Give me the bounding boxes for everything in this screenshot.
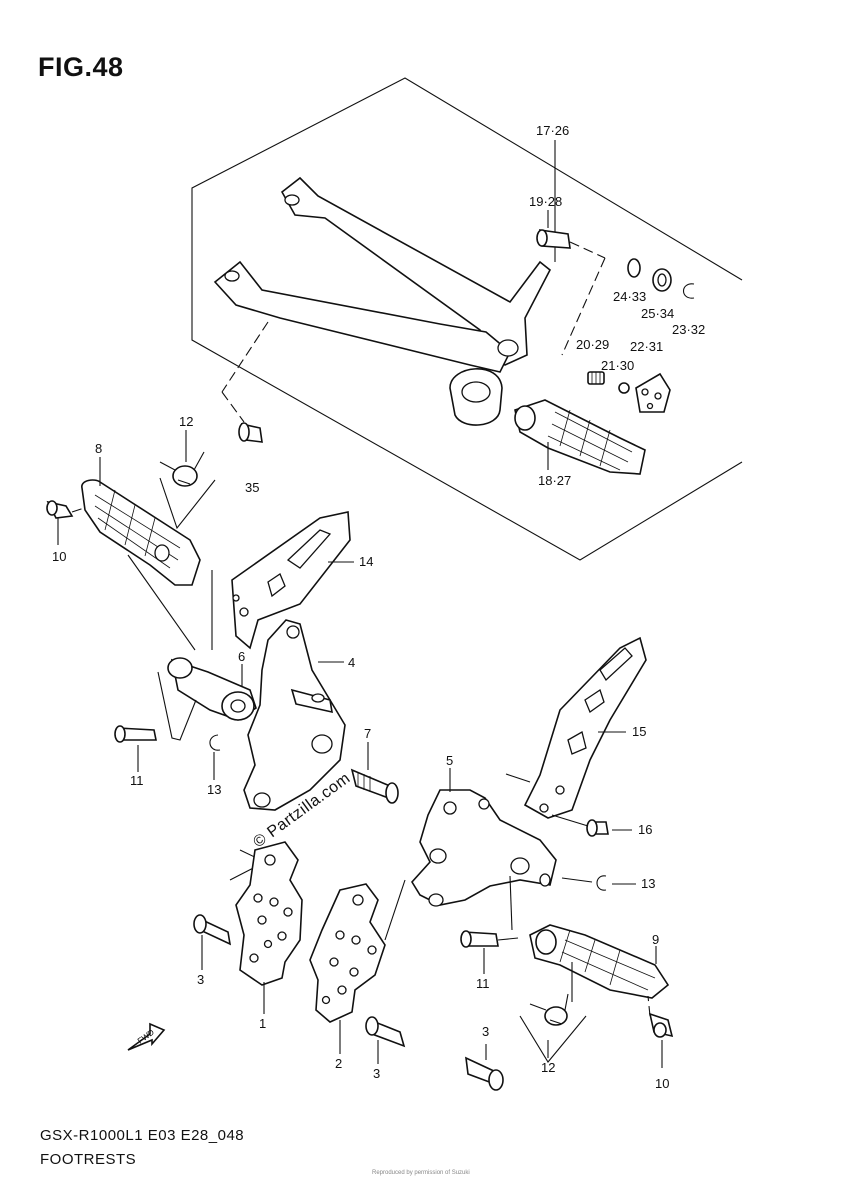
assembly-line-clip-right xyxy=(561,877,593,883)
part-8-footpeg-front[interactable] xyxy=(81,479,201,586)
part-3-bolt-b[interactable] xyxy=(365,1016,406,1048)
assembly-line-pin-right xyxy=(497,937,519,941)
part-9-footpeg-rear[interactable] xyxy=(529,924,670,999)
callout-10-lower[interactable]: 10 xyxy=(655,1076,669,1091)
fine-print: Reproduced by permission of Suzuki xyxy=(372,1170,470,1176)
part-14-heel-guard[interactable] xyxy=(231,511,351,650)
assembly-line-plate2 xyxy=(384,879,406,941)
part-1-plate[interactable] xyxy=(235,841,303,986)
assembly-line-spring-lower xyxy=(519,1015,587,1063)
part-3-bolt-c[interactable] xyxy=(465,1056,504,1091)
assembly-line-bracket xyxy=(221,321,269,393)
part-19-28-pin[interactable] xyxy=(536,229,571,249)
callout-11-right[interactable]: 11 xyxy=(476,976,490,991)
callout-22-31[interactable]: 22·31 xyxy=(630,339,663,354)
callout-3c[interactable]: 3 xyxy=(482,1024,489,1039)
inset-box-outline xyxy=(191,77,743,561)
assembly-line-rubber xyxy=(71,507,85,513)
part-12-spring-upper[interactable] xyxy=(159,451,205,487)
part-17-26-rear-bracket[interactable] xyxy=(213,176,552,426)
part-3-bolt-a[interactable] xyxy=(193,914,232,946)
callout-4[interactable]: 4 xyxy=(348,655,355,670)
model-code: GSX-R1000L1 E03 E28_048 xyxy=(40,1127,245,1144)
part-23-32-clip[interactable] xyxy=(682,283,695,299)
callout-24-33[interactable]: 24·33 xyxy=(613,289,646,304)
callout-25-34[interactable]: 25·34 xyxy=(641,306,674,321)
callout-23-32[interactable]: 23·32 xyxy=(672,322,705,337)
callout-35[interactable]: 35 xyxy=(245,480,259,495)
part-35-bolt[interactable] xyxy=(238,422,263,443)
callout-15[interactable]: 15 xyxy=(632,724,646,739)
callout-20-29[interactable]: 20·29 xyxy=(576,337,609,352)
callout-2[interactable]: 2 xyxy=(335,1056,342,1071)
assembly-line-rubber-lower xyxy=(647,995,651,1017)
callout-14[interactable]: 14 xyxy=(359,554,373,569)
callout-5[interactable]: 5 xyxy=(446,753,453,768)
callout-18-27[interactable]: 18·27 xyxy=(538,473,571,488)
assembly-line-bracket-right xyxy=(509,875,513,931)
callout-12-lower[interactable]: 12 xyxy=(541,1060,555,1075)
part-21-30-ball[interactable] xyxy=(618,382,630,394)
callout-8[interactable]: 8 xyxy=(95,441,102,456)
callout-6[interactable]: 6 xyxy=(238,649,245,664)
part-7-bolt[interactable] xyxy=(350,768,399,804)
part-18-27-footpeg[interactable] xyxy=(514,399,646,475)
part-22-31-plate[interactable] xyxy=(635,372,671,413)
callout-7[interactable]: 7 xyxy=(364,726,371,741)
assembly-line-pin-left xyxy=(157,671,197,741)
figure-title: FIG.48 xyxy=(38,52,124,82)
assembly-line-guard xyxy=(505,773,531,783)
assembly-line-footpeg xyxy=(127,554,196,651)
callout-11-left[interactable]: 11 xyxy=(130,773,144,788)
part-11-pin-left[interactable] xyxy=(114,725,157,743)
part-13-clip-left[interactable] xyxy=(209,734,221,751)
callout-3b[interactable]: 3 xyxy=(373,1066,380,1081)
part-13-clip-right[interactable] xyxy=(596,875,607,891)
part-10-rubber-upper[interactable] xyxy=(46,500,74,519)
part-11-pin-right[interactable] xyxy=(460,930,499,948)
callout-17-26[interactable]: 17·26 xyxy=(536,123,569,138)
part-4-bracket-left[interactable] xyxy=(243,619,346,811)
part-24-33-ring[interactable] xyxy=(627,258,641,278)
fwd-arrow-icon: FWD xyxy=(127,1022,166,1051)
part-25-34-washer[interactable] xyxy=(652,268,672,292)
callout-19-28[interactable]: 19·28 xyxy=(529,194,562,209)
assembly-line-pin xyxy=(569,241,606,259)
callout-12-upper[interactable]: 12 xyxy=(179,414,193,429)
part-2-plate[interactable] xyxy=(309,883,386,1023)
part-5-bracket-right[interactable] xyxy=(411,789,557,907)
callout-10-upper[interactable]: 10 xyxy=(52,549,66,564)
group-name: FOOTRESTS xyxy=(40,1151,137,1168)
assembly-line-bolt-16 xyxy=(551,814,589,827)
part-15-heel-guard[interactable] xyxy=(523,636,647,819)
part-10-rubber-lower[interactable] xyxy=(648,1012,674,1038)
callout-16[interactable]: 16 xyxy=(638,822,652,837)
part-16-bolt[interactable] xyxy=(586,819,609,837)
part-6-pivot-shaft[interactable] xyxy=(167,657,257,721)
callout-9[interactable]: 9 xyxy=(652,932,659,947)
assembly-line-side xyxy=(561,257,606,356)
part-12-spring-lower[interactable] xyxy=(529,993,569,1026)
callout-13-right[interactable]: 13 xyxy=(641,876,655,891)
assembly-line-spring xyxy=(159,477,216,530)
part-20-29-spring[interactable] xyxy=(587,371,605,385)
assembly-line-bolt xyxy=(221,391,245,423)
callout-21-30[interactable]: 21·30 xyxy=(601,358,634,373)
callout-13-left[interactable]: 13 xyxy=(207,782,221,797)
callout-3a[interactable]: 3 xyxy=(197,972,204,987)
callout-1[interactable]: 1 xyxy=(259,1016,266,1031)
